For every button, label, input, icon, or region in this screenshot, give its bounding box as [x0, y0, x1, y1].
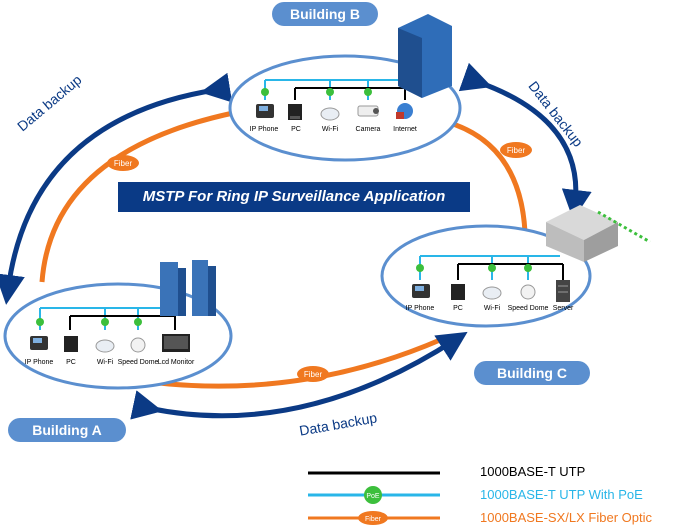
device-label: Speed Dome [508, 305, 549, 312]
svg-text:Fiber: Fiber [507, 146, 526, 155]
fiber-tag-a-b: Fiber [107, 155, 139, 171]
svg-text:Fiber: Fiber [365, 516, 382, 523]
device-label: Internet [393, 126, 417, 133]
backup-arrow-bottom [130, 331, 468, 420]
building-b-network [261, 79, 410, 100]
backup-arrow-right [458, 62, 592, 220]
device-label: PC [291, 126, 301, 133]
speed-dome-icon [130, 337, 146, 353]
device-label: IP Phone [250, 126, 279, 133]
speed-dome-icon [520, 284, 536, 300]
backup-arrow-left [0, 72, 233, 305]
ip-phone-icon [412, 284, 430, 298]
wifi-icon [95, 339, 115, 353]
device-label: Wi-Fi [322, 126, 339, 133]
fiber-tag-a-c: Fiber [297, 366, 329, 382]
building-b-label: Building B [272, 2, 378, 26]
legend-utp-label: 1000BASE-T UTP [480, 464, 586, 479]
device-label: IP Phone [406, 305, 435, 312]
device-label: Wi-Fi [484, 305, 501, 312]
pc-icon [64, 336, 78, 352]
legend-fiber-tag: Fiber [358, 511, 388, 525]
fiber-link-b-c [439, 117, 528, 233]
building-c-label: Building C [474, 361, 590, 385]
pc-icon [288, 104, 302, 120]
device-label: PC [453, 305, 463, 312]
wifi-icon [320, 107, 340, 121]
building-a-label: Building A [8, 418, 126, 442]
legend-poe-label: 1000BASE-T UTP With PoE [480, 487, 643, 502]
building-c-network [416, 255, 564, 280]
wifi-icon [482, 286, 502, 300]
twin-tower-icon [160, 260, 216, 316]
lcd-monitor-icon [162, 334, 190, 352]
fiber-tag-b-c: Fiber [500, 142, 532, 158]
legend-poe-tag: PoE [364, 486, 382, 504]
campus-building-icon [546, 205, 651, 262]
device-label: Speed Dome [118, 359, 159, 366]
pc-icon [451, 284, 465, 300]
svg-text:PoE: PoE [366, 493, 380, 500]
office-tower-icon [398, 14, 452, 98]
device-label: IP Phone [25, 359, 54, 366]
camera-icon [357, 105, 379, 117]
server-icon [556, 280, 570, 302]
device-label: Wi-Fi [97, 359, 114, 366]
device-label: Server [553, 305, 574, 312]
device-label: PC [66, 359, 76, 366]
svg-text:Fiber: Fiber [304, 370, 323, 379]
diagram-title: MSTP For Ring IP Surveillance Applicatio… [118, 182, 470, 212]
building-c-ellipse [380, 224, 592, 328]
device-label: Lcd Monitor [158, 359, 195, 366]
ip-phone-icon [30, 336, 48, 350]
svg-text:Fiber: Fiber [114, 159, 133, 168]
device-label: Camera [356, 126, 381, 133]
ip-phone-icon [256, 104, 274, 118]
legend-fiber-label: 1000BASE-SX/LX Fiber Optic [480, 510, 652, 525]
internet-icon [396, 103, 413, 119]
